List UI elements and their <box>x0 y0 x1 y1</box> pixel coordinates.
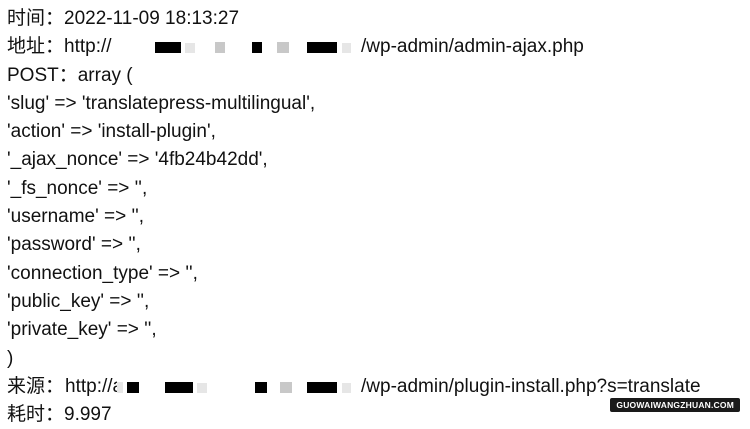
address-label: 地址：http:// <box>7 36 112 58</box>
post-open-line: POST：array ( <box>7 64 133 86</box>
post-entry: '_fs_nonce' => '', <box>7 177 148 199</box>
post-entry: 'private_key' => '', <box>7 319 157 341</box>
elapsed-line: 耗时：9.997 <box>7 404 112 426</box>
address-line: 地址：http:// /wp-admin/admin-ajax.php <box>7 33 750 61</box>
post-entry: 'password' => '', <box>7 234 141 256</box>
redacted-domain <box>149 33 359 61</box>
source-label: 来源： <box>7 375 65 397</box>
time-line: 时间：2022-11-09 18:13:27 <box>7 8 240 29</box>
post-entry: 'username' => '', <box>7 206 145 228</box>
post-entry: '_ajax_nonce' => '4fb24b42dd', <box>7 149 268 171</box>
log-output: 时间：2022-11-09 18:13:27 地址：http:// /wp-ad… <box>7 5 750 429</box>
source-line: 来源： http://adun /wp-admin/plugin-install… <box>7 372 750 401</box>
post-close-line: ) <box>7 347 14 369</box>
source-path: /wp-admin/plugin-install.php?s=translate <box>361 375 701 397</box>
post-entry: 'action' => 'install-plugin', <box>7 121 216 143</box>
address-path: /wp-admin/admin-ajax.php <box>361 36 584 58</box>
post-entry: 'slug' => 'translatepress-multilingual', <box>7 92 316 114</box>
post-entry: 'public_key' => '', <box>7 290 150 312</box>
watermark-logo: GUOWAIWANGZHUAN.COM <box>610 398 740 412</box>
redacted-domain <box>117 372 362 401</box>
post-entry: 'connection_type' => '', <box>7 262 198 284</box>
